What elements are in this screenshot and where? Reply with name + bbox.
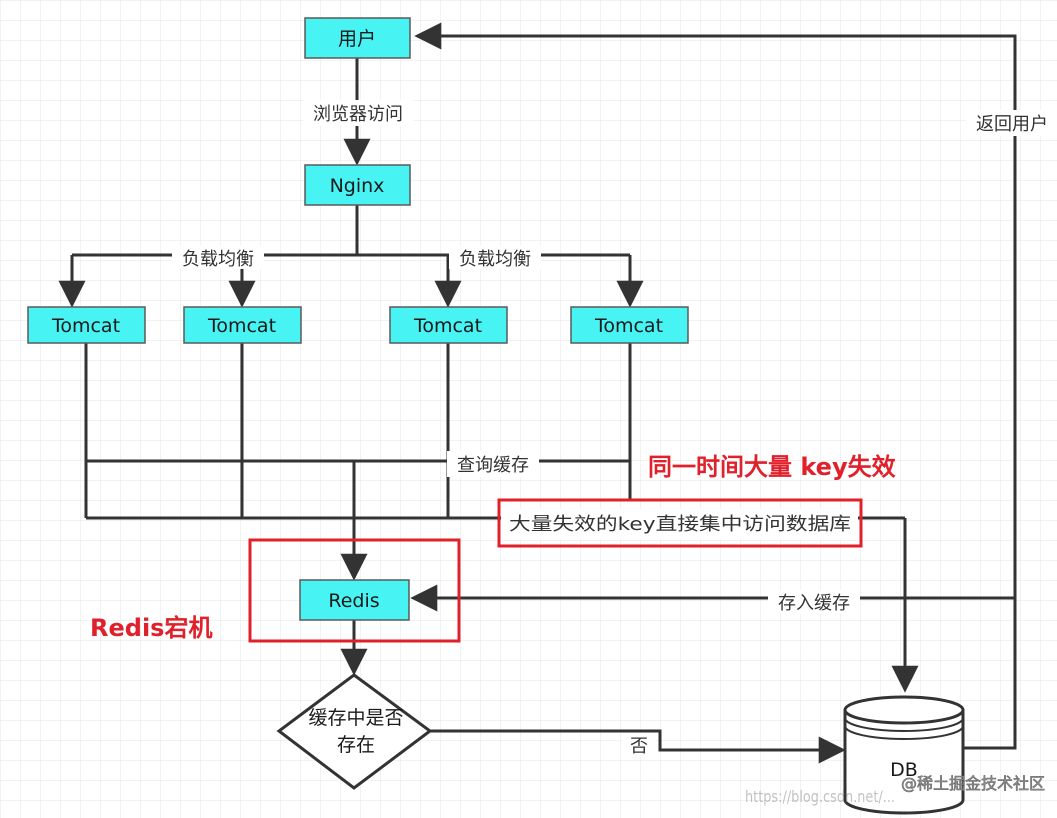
annotation-key-expiry: 同一时间大量 key失效 (648, 453, 896, 481)
label-mass-expiry-db: 大量失效的key直接集中访问数据库 (509, 514, 851, 535)
node-tomcat-4: Tomcat (570, 306, 689, 344)
node-redis: Redis (299, 579, 410, 621)
node-nginx: Nginx (304, 164, 411, 206)
label-query-cache: 查询缓存 (457, 455, 529, 476)
label-store-cache: 存入缓存 (778, 593, 850, 614)
node-db-label: DB (890, 759, 918, 781)
node-decision-line2: 存在 (337, 734, 375, 756)
highlight-mass-expiry-box (497, 498, 863, 548)
node-user: 用户 (304, 17, 411, 59)
watermark-url: https://blog.csdn.net/... (745, 787, 895, 806)
highlight-redis-box (248, 538, 461, 643)
node-tomcat-3: Tomcat (389, 306, 508, 344)
label-load-balance-1: 负载均衡 (182, 249, 254, 270)
label-no: 否 (630, 736, 648, 757)
edge-return-user (414, 22, 1017, 750)
node-redis-label: Redis (328, 590, 379, 612)
node-tomcat-2-label: Tomcat (207, 315, 276, 337)
node-tomcat-1-label: Tomcat (51, 315, 120, 337)
node-tomcat-2: Tomcat (183, 306, 302, 344)
node-user-label: 用户 (338, 28, 376, 50)
edge-decision-db (430, 729, 846, 764)
node-tomcat-1: Tomcat (27, 306, 146, 344)
node-tomcat-3-label: Tomcat (413, 315, 482, 337)
annotation-redis-down: Redis宕机 (90, 614, 212, 642)
label-browser-access: 浏览器访问 (313, 104, 403, 125)
watermark-site: @稀土掘金技术社区 (901, 774, 1045, 793)
node-decision-line1: 缓存中是否 (308, 707, 403, 729)
node-nginx-label: Nginx (330, 175, 385, 197)
label-return-user: 返回用户 (976, 114, 1048, 135)
node-db: DB (843, 695, 965, 815)
label-load-balance-2: 负载均衡 (459, 249, 531, 270)
node-tomcat-4-label: Tomcat (594, 315, 663, 337)
node-decision: 缓存中是否 存在 (276, 673, 433, 790)
